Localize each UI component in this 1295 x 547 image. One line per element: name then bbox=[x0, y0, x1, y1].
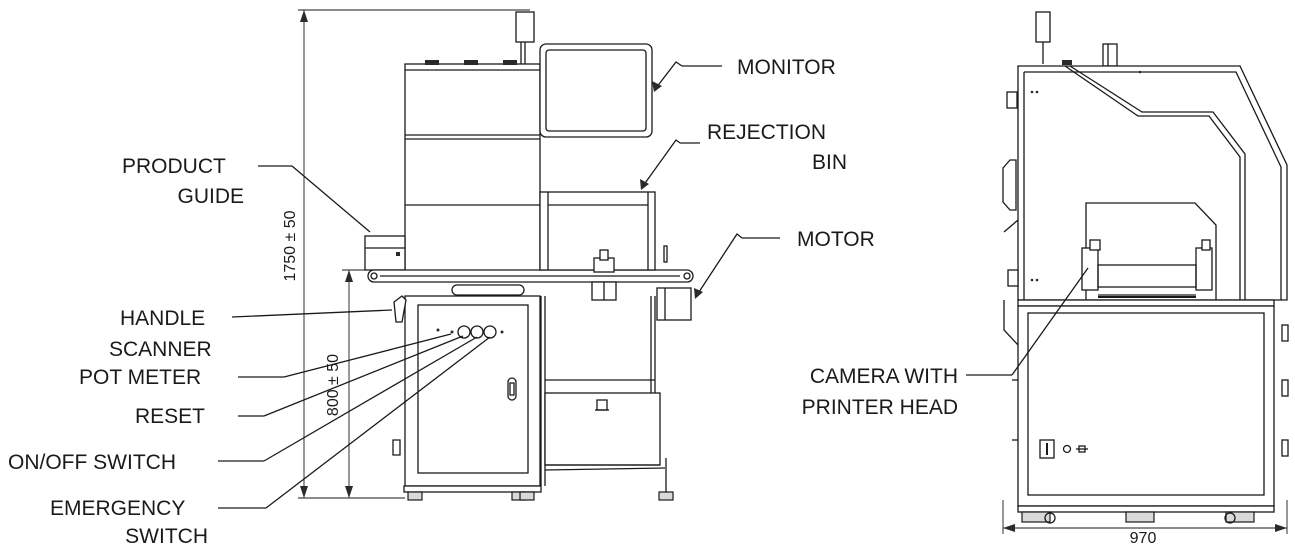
rejection-frame bbox=[540, 296, 661, 486]
rejection-bin-label-line1: REJECTION bbox=[707, 121, 826, 144]
scanner-label: SCANNER bbox=[109, 338, 212, 361]
side-signal-tower bbox=[1035, 11, 1118, 67]
side-view: 970 CAMERA WITH PRINTER HEAD bbox=[802, 11, 1289, 547]
leader-lines-front bbox=[218, 61, 780, 509]
emergency-switch-label-line2: SWITCH bbox=[125, 525, 208, 547]
front-view: 1750 ± 50 800 ± 50 bbox=[8, 9, 875, 547]
side-upper-housing bbox=[1017, 65, 1288, 301]
side-hinges bbox=[1002, 91, 1019, 346]
on-off-switch-label: ON/OFF SWITCH bbox=[8, 451, 176, 474]
monitor-graphic bbox=[539, 43, 653, 138]
emergency-switch-label-line1: EMERGENCY bbox=[50, 497, 185, 520]
width-text: 970 bbox=[1130, 530, 1157, 547]
lower-cabinet bbox=[404, 295, 541, 487]
leader-lines-side bbox=[966, 267, 1089, 376]
overall-height-text: 1750 ± 50 bbox=[282, 210, 299, 281]
signal-tower bbox=[515, 11, 535, 64]
handle-label: HANDLE bbox=[120, 307, 205, 330]
handle-scanner-graphic bbox=[392, 295, 407, 456]
width-dimension: 970 bbox=[1002, 500, 1288, 547]
product-guide-graphic bbox=[364, 235, 406, 271]
motor-label: MOTOR bbox=[797, 228, 875, 251]
rejection-bin-label-line2: BIN bbox=[812, 151, 847, 174]
machine-feet bbox=[403, 458, 674, 501]
camera-printer-head-graphic bbox=[1081, 202, 1217, 300]
conveyor-height-text: 800 ± 50 bbox=[325, 354, 342, 416]
side-feet bbox=[1017, 505, 1275, 524]
upper-cabinet bbox=[404, 60, 541, 279]
camera-label-line2: PRINTER HEAD bbox=[802, 396, 958, 419]
monitor-label: MONITOR bbox=[737, 56, 836, 79]
conveyor-height-dimension: 800 ± 50 bbox=[325, 269, 395, 498]
reset-label: RESET bbox=[135, 405, 205, 428]
conveyor bbox=[367, 269, 694, 296]
overall-height-dimension: 1750 ± 50 bbox=[282, 9, 530, 499]
pot-meter-label: POT METER bbox=[79, 366, 201, 389]
product-guide-label-line2: GUIDE bbox=[177, 185, 244, 208]
camera-label-line1: CAMERA WITH bbox=[810, 365, 958, 388]
side-lower-cabinet bbox=[1012, 299, 1289, 507]
motor-graphic bbox=[656, 287, 692, 321]
rejection-bin-graphic bbox=[539, 191, 668, 301]
product-guide-label-line1: PRODUCT bbox=[122, 155, 226, 178]
